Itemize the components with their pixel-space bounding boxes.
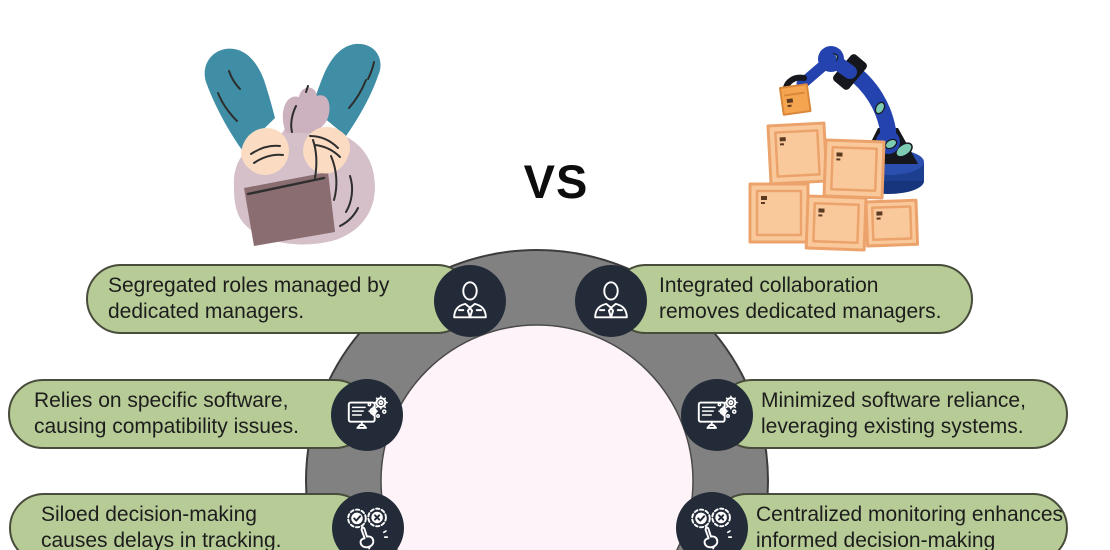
pill-line: dedicated managers. bbox=[108, 300, 305, 323]
icon-badge-right-2 bbox=[681, 379, 753, 451]
manager-icon bbox=[594, 281, 628, 319]
icon-badge-left-2 bbox=[331, 379, 403, 451]
icon-badge-left-3 bbox=[332, 492, 404, 550]
pill-line: Integrated collaboration bbox=[659, 274, 879, 297]
pill-right-1: Integrated collaboration removes dedicat… bbox=[611, 264, 973, 334]
pill-line: Relies on specific software, bbox=[34, 389, 289, 412]
pill-line: informed decision-making bbox=[756, 529, 996, 550]
manual-packing-illustration bbox=[204, 43, 381, 246]
pill-left-2: Relies on specific software, causing com… bbox=[8, 379, 370, 449]
software-gears-icon bbox=[697, 395, 738, 429]
pill-line: Centralized monitoring enhances bbox=[756, 503, 1064, 526]
pill-right-2: Minimized software reliance, leveraging … bbox=[717, 379, 1068, 449]
icon-badge-right-1 bbox=[575, 265, 647, 337]
software-gears-icon bbox=[347, 395, 388, 429]
manager-icon bbox=[453, 281, 487, 319]
pill-line: Minimized software reliance, bbox=[761, 389, 1026, 412]
pill-left-1: Segregated roles managed by dedicated ma… bbox=[86, 264, 472, 334]
decision-check-cross-icon bbox=[347, 507, 389, 550]
pill-line: causing compatibility issues. bbox=[34, 415, 299, 438]
robotic-packing-illustration bbox=[748, 46, 924, 252]
pill-line: leveraging existing systems. bbox=[761, 415, 1024, 438]
pill-right-3: Centralized monitoring enhances informed… bbox=[712, 493, 1068, 550]
decision-check-cross-icon bbox=[691, 507, 733, 550]
pill-left-3: Siloed decision-making causes delays in … bbox=[9, 493, 370, 550]
pill-line: Siloed decision-making bbox=[41, 503, 257, 526]
ring-center bbox=[380, 324, 694, 550]
pill-line: causes delays in tracking. bbox=[41, 529, 282, 550]
icon-badge-left-1 bbox=[434, 265, 506, 337]
icon-badge-right-3 bbox=[676, 492, 748, 550]
vs-label: VS bbox=[523, 155, 589, 208]
pill-line: Segregated roles managed by bbox=[108, 274, 390, 297]
pill-line: removes dedicated managers. bbox=[659, 300, 942, 323]
